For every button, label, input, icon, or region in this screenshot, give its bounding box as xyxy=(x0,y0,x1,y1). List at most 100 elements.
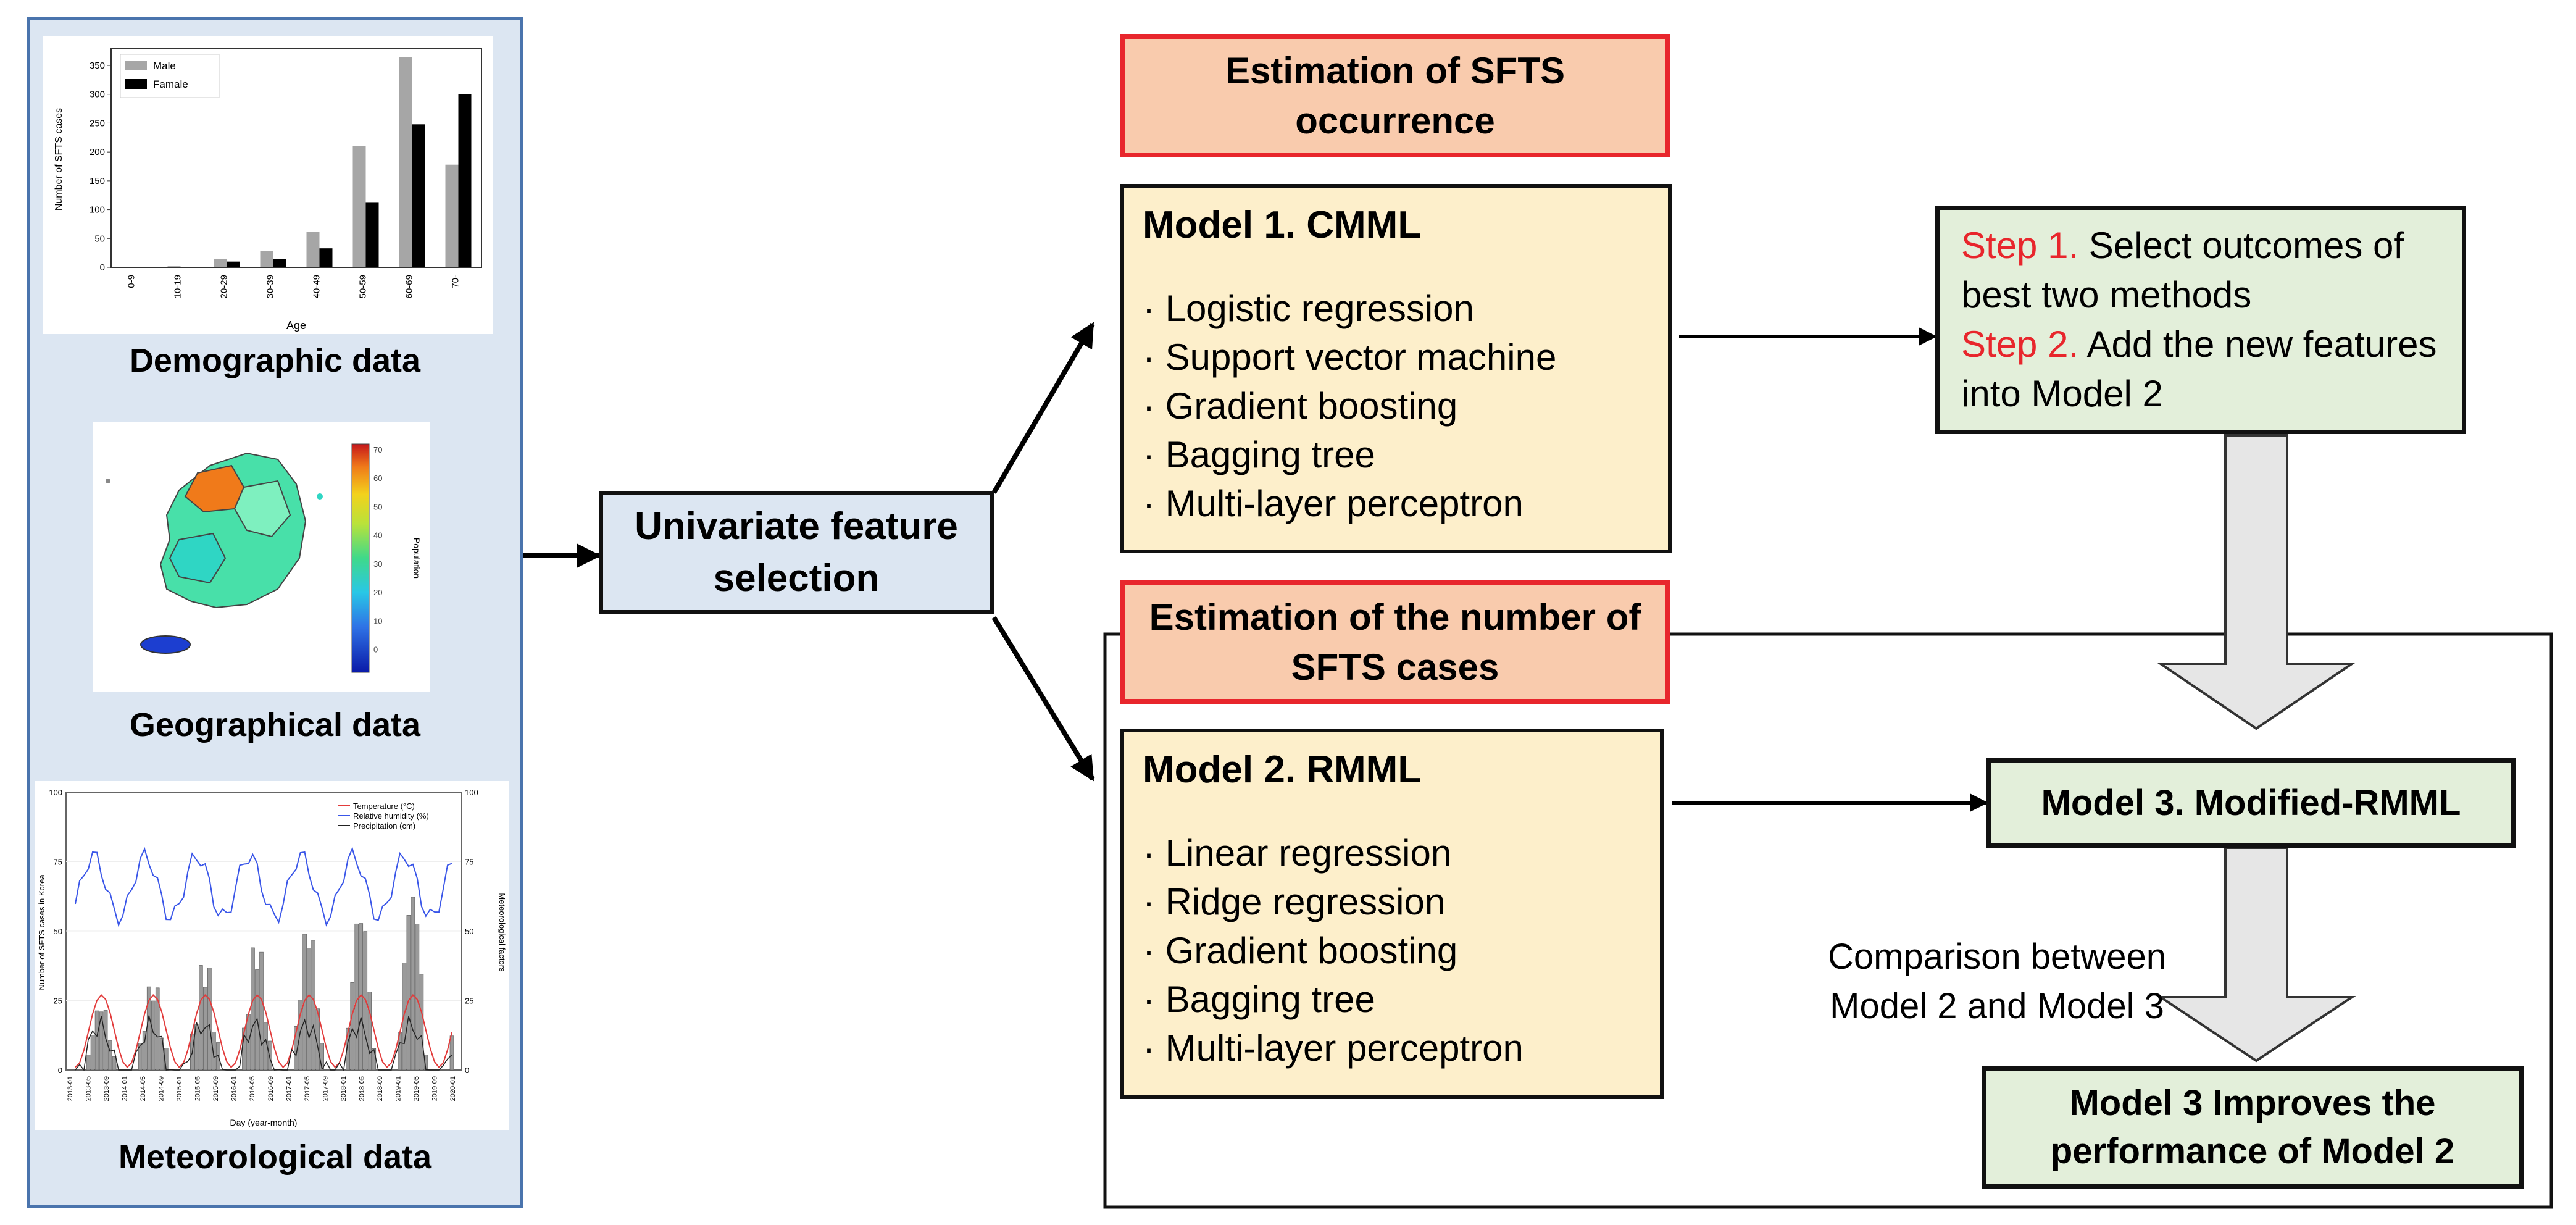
x-tick-label: 2014-01 xyxy=(122,1076,129,1101)
arrow-to-model2 xyxy=(991,616,1095,782)
y-tick-label-left: 100 xyxy=(49,788,62,797)
model3-box: Model 3. Modified-RMML xyxy=(1986,758,2516,848)
bar-male-70- xyxy=(445,164,459,267)
case-bar xyxy=(155,987,160,1071)
x-tick-label: 2016-09 xyxy=(267,1076,275,1101)
case-bar xyxy=(86,1055,91,1071)
case-bar xyxy=(346,1027,351,1071)
colorbar-tick-label: 10 xyxy=(373,616,382,625)
x-tick-label: 2013-09 xyxy=(103,1076,110,1101)
map-island xyxy=(317,493,323,500)
legend-temperature: Temperature (°C) xyxy=(353,801,415,811)
case-bar xyxy=(151,1000,156,1071)
x-tick-label: 2019-09 xyxy=(431,1076,438,1101)
legend-swatch-female xyxy=(125,79,147,89)
colorbar-tick-label: 70 xyxy=(373,445,382,454)
legend-label-male: Male xyxy=(153,60,176,72)
colorbar-label: Population xyxy=(412,538,422,579)
x-tick-label: 30-39 xyxy=(265,275,276,298)
steps-box: Step 1. Select outcomes of best two meth… xyxy=(1935,206,2466,434)
arrow-to-model1 xyxy=(991,322,1095,495)
case-bar xyxy=(406,915,411,1071)
x-tick-label: 50-59 xyxy=(358,275,369,298)
x-tick-label: 2015-01 xyxy=(176,1076,183,1101)
model2-title: Model 2. RMML xyxy=(1143,748,1422,791)
regression-frame xyxy=(1103,632,2553,1209)
map-region-southwest xyxy=(169,532,227,584)
legend-precipitation: Precipitation (cm) xyxy=(353,821,415,830)
x-axis-label: Age xyxy=(286,319,306,332)
y-tick-label-right: 25 xyxy=(465,997,473,1006)
case-bar xyxy=(294,1026,298,1071)
x-tick-label: 2013-01 xyxy=(67,1076,74,1101)
colorbar xyxy=(351,443,370,673)
case-bar xyxy=(142,1031,147,1071)
bar-female-60-69 xyxy=(412,124,425,267)
plot-frame xyxy=(110,48,482,268)
legend-humidity: Relative humidity (%) xyxy=(353,811,429,821)
step2-text: Add the new features into Model 2 xyxy=(1961,324,2437,414)
estimation-occurrence-header: Estimation of SFTS occurrence xyxy=(1120,34,1670,157)
colorbar-tick-label: 40 xyxy=(373,531,382,540)
model2-item: · Ridge regression xyxy=(1143,881,1446,922)
y-tick-label: 200 xyxy=(90,147,105,157)
case-bar xyxy=(350,982,355,1071)
x-tick-label: 70- xyxy=(451,275,461,288)
case-bar xyxy=(107,1040,112,1071)
case-bar xyxy=(268,1040,272,1071)
model3-improves-box: Model 3 Improves the performance of Mode… xyxy=(1982,1066,2524,1189)
colorbar-tick-label: 60 xyxy=(373,474,382,483)
demographic-caption: Demographic data xyxy=(129,342,421,379)
case-bar xyxy=(199,965,203,1071)
x-tick-label: 2019-05 xyxy=(413,1076,420,1101)
colorbar-tick-label: 30 xyxy=(373,559,382,569)
y-tick-label: 300 xyxy=(90,90,105,100)
y-tick-label-right: 75 xyxy=(465,858,473,867)
x-tick-label: 2019-01 xyxy=(394,1076,402,1101)
x-tick-label: 40-49 xyxy=(312,275,322,298)
legend: Temperature (°C) Relative humidity (%) P… xyxy=(338,801,429,830)
case-bar xyxy=(298,1000,302,1071)
model1-item: · Bagging tree xyxy=(1143,434,1375,475)
x-tick-label: 2016-05 xyxy=(249,1076,256,1101)
y-tick-label: 0 xyxy=(100,262,105,273)
step1-label: Step 1. xyxy=(1961,225,2079,266)
case-bar xyxy=(307,948,311,1071)
model2-item: · Multi-layer perceptron xyxy=(1143,1027,1524,1069)
map-island xyxy=(106,479,110,483)
case-bar xyxy=(94,1010,99,1071)
y-tick-label: 50 xyxy=(94,233,105,244)
legend-label-female: Famale xyxy=(153,78,188,90)
x-tick-label: 2020-01 xyxy=(449,1076,457,1101)
block-arrow-down-to-improves xyxy=(2156,847,2356,1063)
y-tick-label-right: 100 xyxy=(465,788,478,797)
model1-title: Model 1. CMML xyxy=(1143,204,1422,246)
y-tick-label: 100 xyxy=(90,205,105,215)
case-bar xyxy=(203,987,207,1071)
y-tick-label-right: 50 xyxy=(465,927,473,936)
model2-item: · Bagging tree xyxy=(1143,979,1375,1020)
y-tick-label-left: 0 xyxy=(58,1066,62,1075)
bar-male-10-19 xyxy=(167,266,181,267)
y-tick-label: 250 xyxy=(90,118,105,128)
y-tick-label-right: 0 xyxy=(465,1066,469,1075)
step2-label: Step 2. xyxy=(1961,324,2079,365)
bar-male-50-59 xyxy=(352,146,366,267)
y-tick-label: 150 xyxy=(90,176,105,186)
bar-female-40-49 xyxy=(319,248,333,267)
x-tick-label: 2018-05 xyxy=(358,1076,365,1101)
univariate-feature-selection-box: Univariate feature selection xyxy=(599,491,994,614)
step1-text: Select outcomes of best two methods xyxy=(1961,225,2404,316)
bar-female-30-39 xyxy=(273,259,286,267)
estimation-number-header: Estimation of the number of SFTS cases xyxy=(1120,580,1670,704)
model2-item: · Linear regression xyxy=(1143,832,1452,874)
case-bar xyxy=(103,1010,108,1071)
bar-male-20-29 xyxy=(214,258,227,267)
model1-box: Model 1. CMML · Logistic regression · Su… xyxy=(1120,184,1672,553)
model2-item: · Gradient boosting xyxy=(1143,930,1458,971)
case-bar xyxy=(207,968,212,1071)
bar-male-40-49 xyxy=(306,232,320,267)
